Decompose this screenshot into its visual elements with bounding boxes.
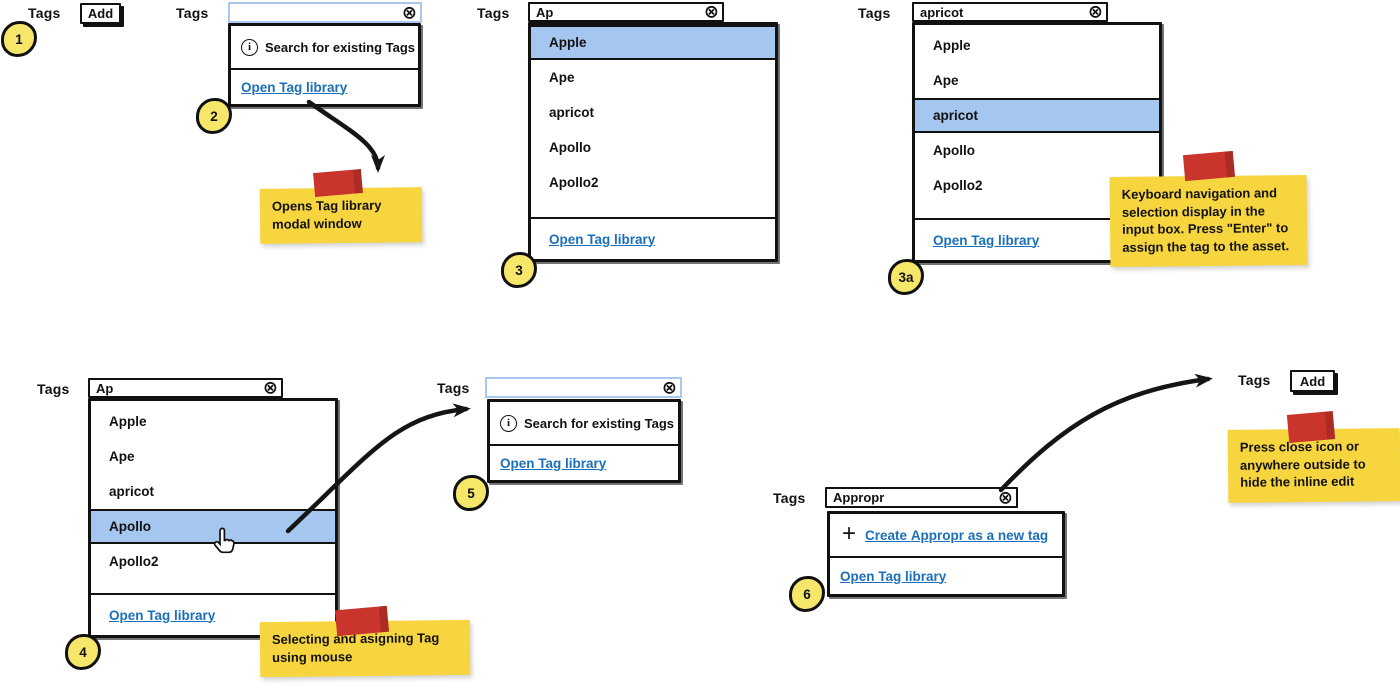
tag-dropdown: Apple Ape apricot Apollo Apollo2 Open Ta… (528, 22, 778, 262)
open-tag-library-link[interactable]: Open Tag library (500, 455, 607, 471)
tag-dropdown: Apple Ape apricot Apollo Apollo2 Open Ta… (912, 22, 1162, 263)
tags-label: Tags (28, 5, 61, 21)
arrow-close-to-collapsed (998, 373, 1213, 493)
library-row: Open Tag library (231, 70, 418, 104)
step-badge-6: 6 (789, 576, 825, 612)
step-badge-3: 3 (501, 252, 537, 288)
create-tag-name: Appropr (910, 527, 965, 543)
hand-cursor-icon (213, 527, 235, 554)
info-icon: i (500, 414, 517, 432)
library-row: Open Tag library (915, 218, 1159, 260)
create-tag-link[interactable]: Create Appropr as a new tag (865, 528, 1048, 543)
close-icon[interactable]: ⊗ (401, 2, 417, 23)
create-tag-row: + Create Appropr as a new tag (830, 514, 1062, 558)
tag-dropdown: i Search for existing Tags Open Tag libr… (487, 399, 681, 483)
tag-search-input[interactable] (528, 2, 724, 22)
step-badge-4: 4 (65, 634, 101, 670)
plus-icon: + (842, 519, 857, 547)
arrow-open-library-note (306, 99, 385, 173)
option-apollo[interactable]: Apollo (549, 140, 591, 155)
tape-decoration (334, 605, 390, 637)
option-apple[interactable]: Apple (531, 25, 775, 60)
tag-input-wrap: ⊗ (228, 2, 422, 23)
sticky-note: Opens Tag library modal window (259, 187, 423, 244)
option-apple[interactable]: Apple (109, 414, 147, 429)
open-tag-library-link[interactable]: Open Tag library (241, 79, 348, 95)
tags-label: Tags (773, 490, 806, 506)
tags-label: Tags (858, 5, 891, 21)
search-hint-text: Search for existing Tags (524, 415, 675, 431)
tags-label: Tags (176, 5, 209, 21)
sticky-note: Keyboard navigation and selection displa… (1109, 174, 1308, 268)
step-badge-3a: 3a (888, 259, 924, 295)
option-apple[interactable]: Apple (933, 38, 971, 53)
option-ape[interactable]: Ape (933, 73, 959, 88)
add-tag-button[interactable]: Add (80, 3, 121, 24)
option-apollo2[interactable]: Apollo2 (549, 175, 599, 190)
tag-dropdown: Apple Ape apricot Apollo Apollo2 Open Ta… (88, 398, 338, 638)
close-icon[interactable]: ⊗ (661, 377, 677, 398)
option-ape[interactable]: Ape (109, 449, 135, 464)
close-icon[interactable]: ⊗ (703, 1, 719, 22)
tags-label: Tags (1238, 372, 1271, 388)
open-tag-library-link[interactable]: Open Tag library (549, 231, 656, 247)
tag-dropdown: + Create Appropr as a new tag Open Tag l… (827, 511, 1065, 597)
step-badge-1: 1 (1, 21, 37, 57)
info-icon: i (241, 38, 258, 56)
tag-search-input[interactable] (825, 487, 1018, 508)
tag-input-wrap: ⊗ (528, 2, 724, 22)
tags-label: Tags (437, 380, 470, 396)
tag-input-wrap: ⊗ (88, 378, 283, 398)
tag-input-wrap: ⊗ (485, 377, 682, 398)
library-row: Open Tag library (490, 446, 678, 480)
option-list: Apple Ape apricot Apollo Apollo2 (531, 25, 775, 217)
tape-decoration (1182, 150, 1236, 182)
search-hint-row: i Search for existing Tags (231, 26, 418, 70)
tape-decoration (313, 168, 363, 198)
option-ape[interactable]: Ape (549, 70, 575, 85)
tape-decoration (1286, 411, 1336, 443)
option-list: Apple Ape apricot Apollo Apollo2 (91, 401, 335, 593)
add-tag-button[interactable]: Add (1290, 370, 1335, 392)
create-suffix: as a new tag (967, 527, 1049, 543)
option-list: Apple Ape apricot Apollo Apollo2 (915, 25, 1159, 218)
tags-label: Tags (37, 381, 70, 397)
tag-input-wrap: ⊗ (912, 2, 1108, 22)
option-apollo[interactable]: Apollo (933, 143, 975, 158)
tag-search-input[interactable] (228, 2, 422, 23)
library-row: Open Tag library (531, 217, 775, 259)
tag-search-input[interactable] (88, 378, 283, 398)
step-badge-2: 2 (196, 98, 232, 134)
option-apollo2[interactable]: Apollo2 (933, 178, 983, 193)
search-hint-row: i Search for existing Tags (490, 402, 678, 446)
open-tag-library-link[interactable]: Open Tag library (840, 568, 947, 584)
tag-dropdown: i Search for existing Tags Open Tag libr… (228, 23, 421, 107)
create-prefix: Create (865, 527, 908, 543)
option-apricot[interactable]: apricot (915, 98, 1159, 133)
option-apollo2[interactable]: Apollo2 (109, 554, 159, 569)
option-apricot[interactable]: apricot (109, 484, 155, 499)
tag-search-input[interactable] (912, 2, 1108, 22)
close-icon[interactable]: ⊗ (997, 487, 1013, 508)
tag-input-wrap: ⊗ (825, 487, 1018, 508)
open-tag-library-link[interactable]: Open Tag library (109, 607, 216, 623)
step-badge-5: 5 (453, 475, 489, 511)
search-hint-text: Search for existing Tags (265, 39, 416, 55)
close-icon[interactable]: ⊗ (262, 377, 278, 398)
tags-label: Tags (477, 5, 510, 21)
option-apricot[interactable]: apricot (549, 105, 595, 120)
library-row: Open Tag library (91, 593, 335, 635)
library-row: Open Tag library (830, 558, 1062, 594)
tag-search-input[interactable] (485, 377, 682, 398)
open-tag-library-link[interactable]: Open Tag library (933, 232, 1040, 248)
close-icon[interactable]: ⊗ (1087, 1, 1103, 22)
